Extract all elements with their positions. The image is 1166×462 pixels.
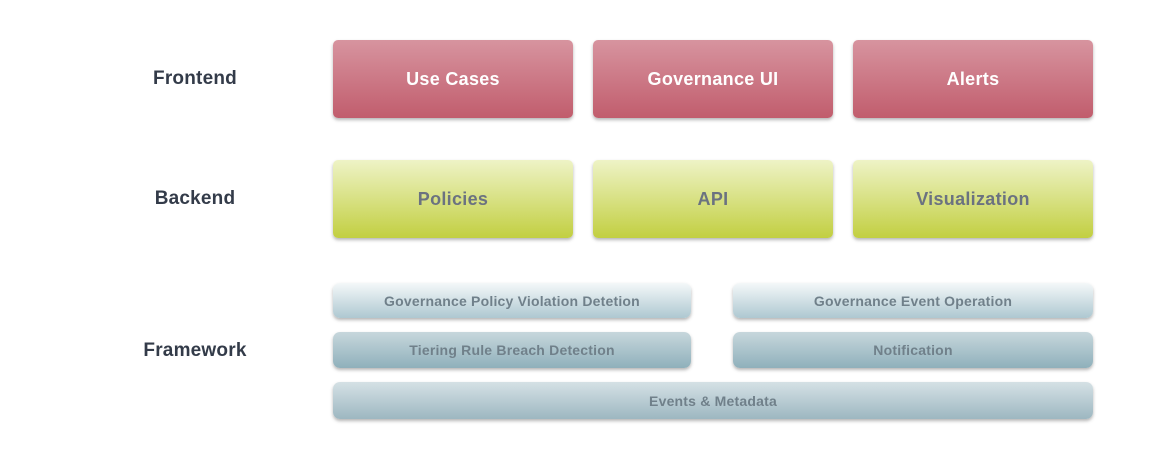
framework-box-governance-event-operation: Governance Event Operation [733,283,1093,318]
frontend-box-governance-ui: Governance UI [593,40,833,118]
backend-box-api: API [593,160,833,238]
framework-box-tiering-rule-breach-detection: Tiering Rule Breach Detection [333,332,691,368]
frontend-box-alerts: Alerts [853,40,1093,118]
framework-box-notification: Notification [733,332,1093,368]
framework-box-governance-policy-violation-detection: Governance Policy Violation Detetion [333,283,691,318]
layer-label-framework: Framework [143,340,247,361]
layer-label-backend: Backend [154,188,236,209]
framework-box-events-and-metadata: Events & Metadata [333,382,1093,419]
frontend-box-use-cases: Use Cases [333,40,573,118]
backend-box-policies: Policies [333,160,573,238]
layer-label-frontend: Frontend [153,68,237,89]
backend-box-visualization: Visualization [853,160,1093,238]
